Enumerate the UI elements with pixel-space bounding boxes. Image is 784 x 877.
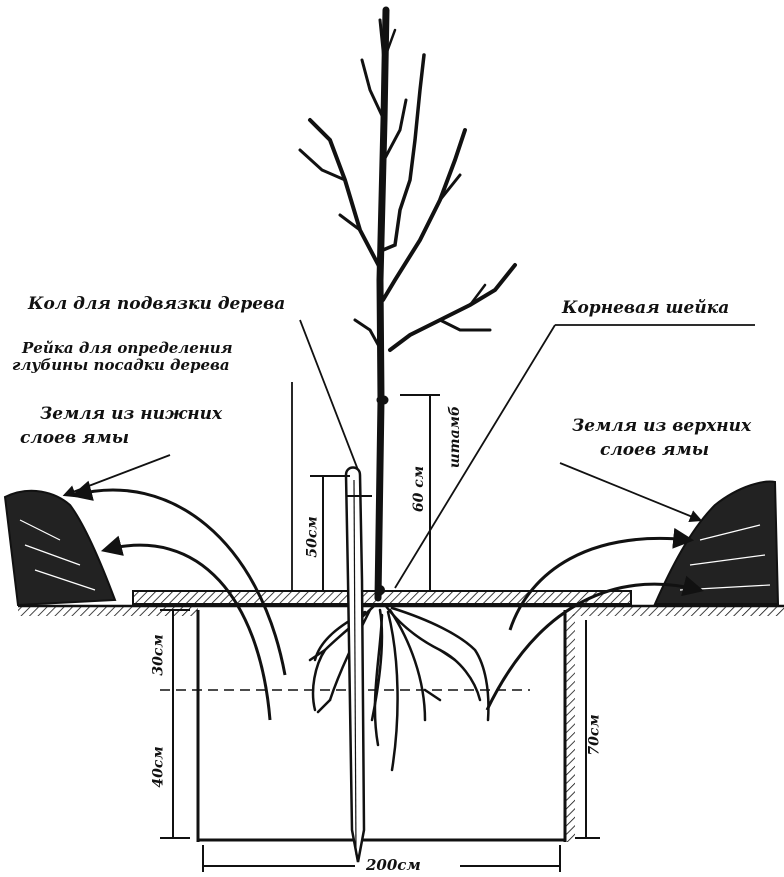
leader-lines	[62, 319, 755, 592]
upper-soil-mound	[653, 480, 780, 605]
planting-pit	[160, 610, 575, 842]
label-root-collar: Корневая шейка	[562, 298, 730, 318]
label-lower-soil-line1: Земля из нижних	[40, 404, 223, 424]
ground-surface	[18, 604, 784, 616]
label-rail-line2: глубины посадки дерева	[12, 356, 230, 374]
dim-pit-width: 200см	[366, 856, 421, 874]
support-stake	[344, 466, 372, 863]
lower-soil-mound	[3, 489, 117, 607]
root-collar-point	[375, 585, 385, 595]
label-upper-soil-line2: слоев ямы	[600, 440, 710, 460]
dimension-lines	[160, 394, 600, 872]
label-rail-line1: Рейка для определения	[22, 339, 233, 357]
dim-upper-depth: 30см	[150, 634, 167, 676]
dim-lower-depth: 40см	[150, 746, 167, 788]
dim-trunk-height: 60 см	[411, 465, 428, 513]
dim-stake-height: 50см	[304, 516, 321, 558]
label-upper-soil-line1: Земля из верхних	[572, 416, 752, 436]
soil-transfer-arrows	[70, 480, 705, 721]
dim-total-depth: 70см	[586, 714, 603, 756]
tree-roots	[308, 603, 490, 772]
label-lower-soil-line2: слоев ямы	[20, 428, 130, 448]
dim-trunk-word: штамб	[447, 405, 464, 469]
label-stake: Кол для подвязки дерева	[28, 294, 286, 314]
tree	[298, 6, 517, 602]
